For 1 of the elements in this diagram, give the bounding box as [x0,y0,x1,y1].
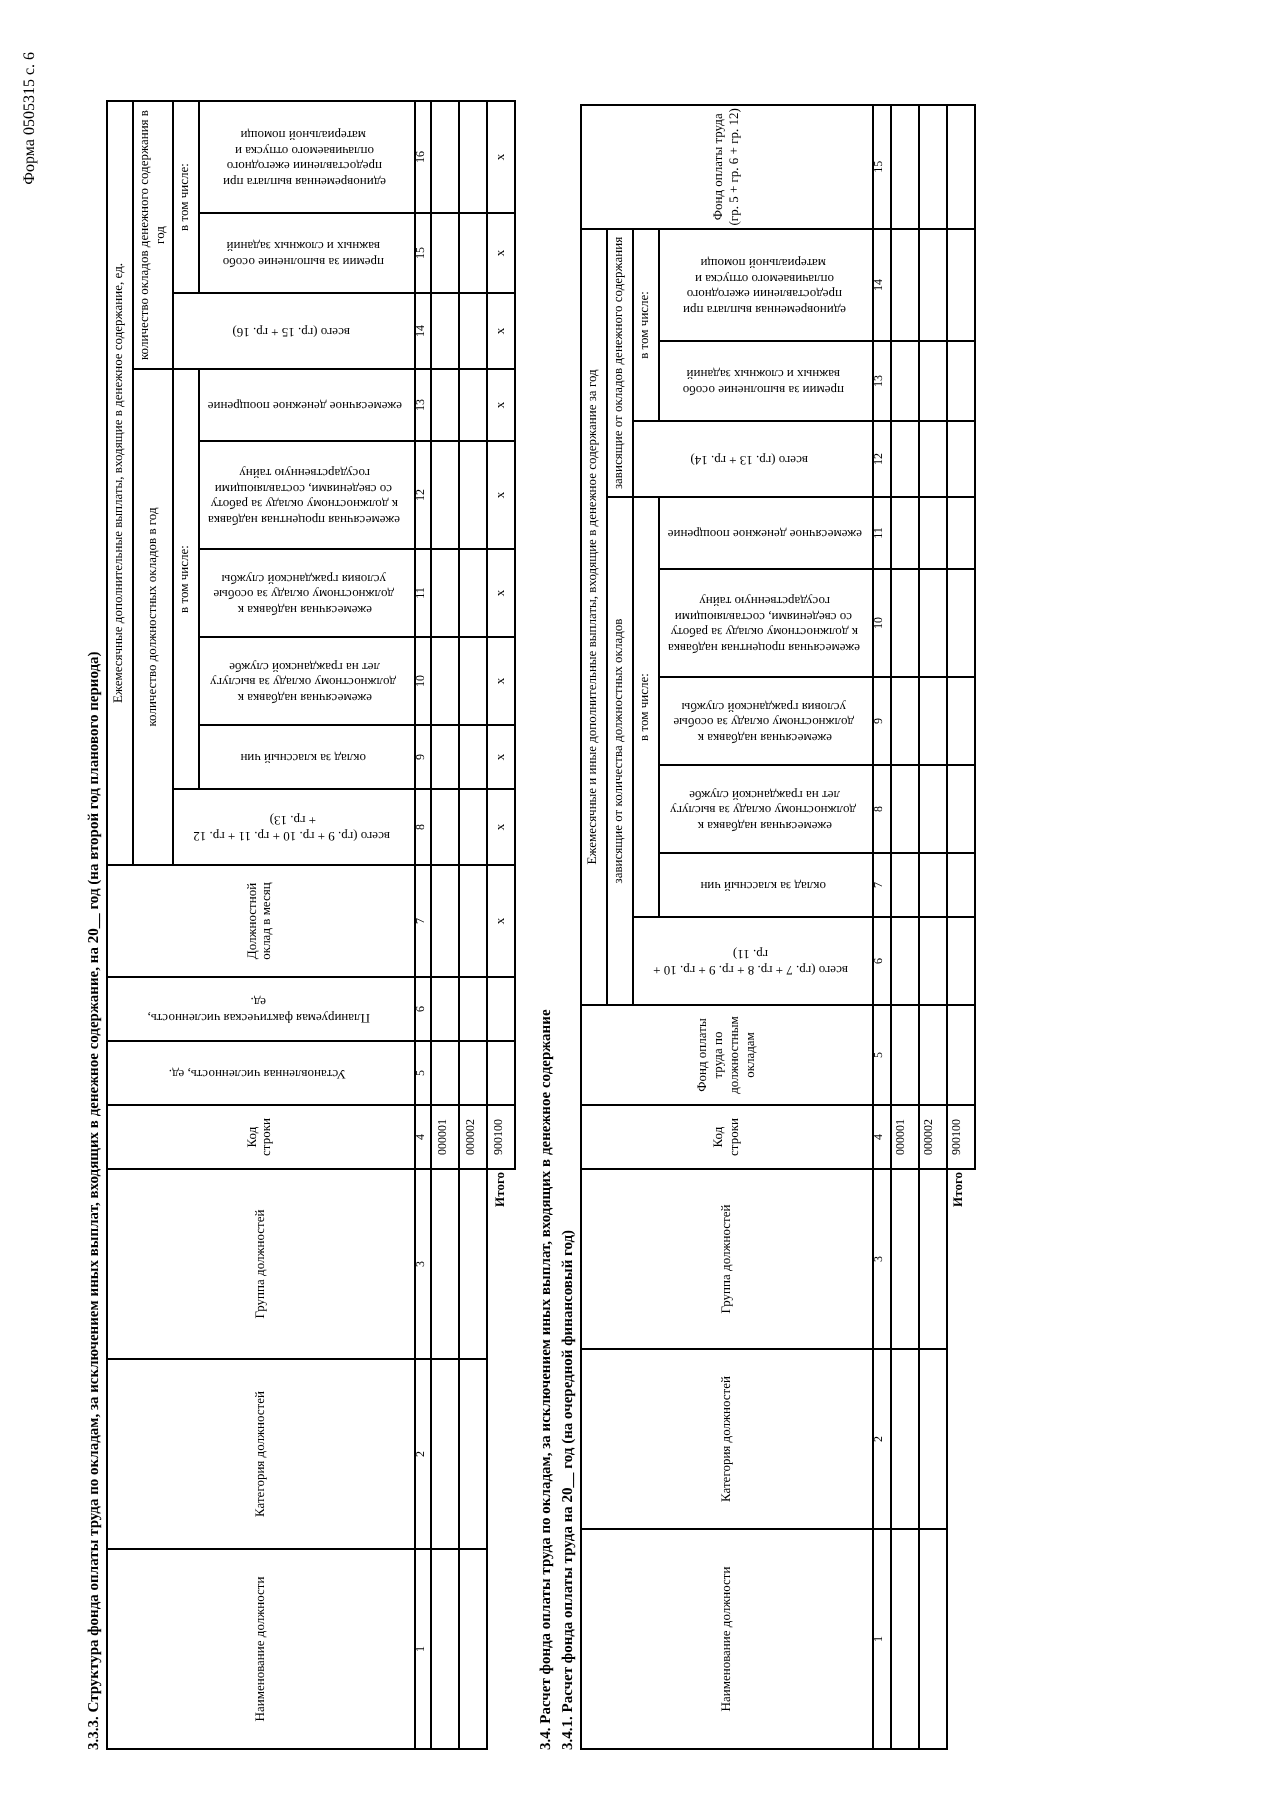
form-number: Форма 0505315 с. 6 [20,52,38,185]
